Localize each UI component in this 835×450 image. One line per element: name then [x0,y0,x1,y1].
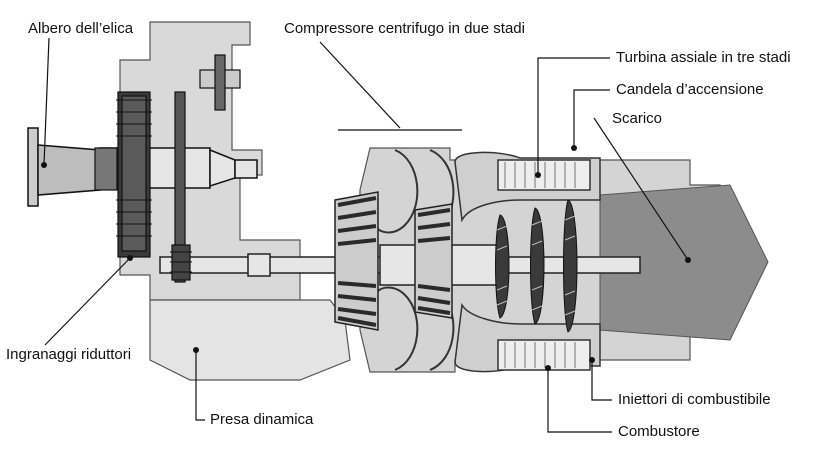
turbine-stages [495,199,578,333]
leader-exhaust [593,117,689,261]
leader-turbine [537,57,610,175]
label-air-intake: Presa dinamica [210,411,314,428]
leader-propeller-shaft [43,37,50,166]
leader-lines [43,37,689,433]
label-turbine: Turbina assiale in tre stadi [616,49,791,66]
leader-air-intake [195,350,205,421]
label-fuel-injectors: Iniettori di combustibile [618,391,771,408]
exhaust-duct [599,184,769,341]
label-propeller-shaft: Albero dell’elica [28,20,134,37]
combustor-chamber [454,151,601,373]
combustor-ticks [504,162,576,368]
compressor-impeller-1 [334,191,379,331]
leader-spark-plug [573,89,610,148]
callout-dots [41,145,691,371]
turbine-blade-hatching [496,215,576,316]
leader-combustor [547,368,612,433]
reduction-gears [94,54,241,283]
label-reduction-gears: Ingranaggi riduttori [6,346,132,363]
gear-teeth [116,99,192,273]
leader-fuel-injectors [591,360,612,401]
leader-compressor [319,41,401,129]
leader-reduction-gears [44,257,131,346]
compressor-impeller-2 [414,203,453,319]
label-spark-plug: Candela d’accensione [616,81,764,98]
label-combustor: Combustore [618,423,700,440]
label-exhaust: Scarico [612,110,663,127]
label-compressor: Compressore centrifugo in due stadi [284,20,525,37]
